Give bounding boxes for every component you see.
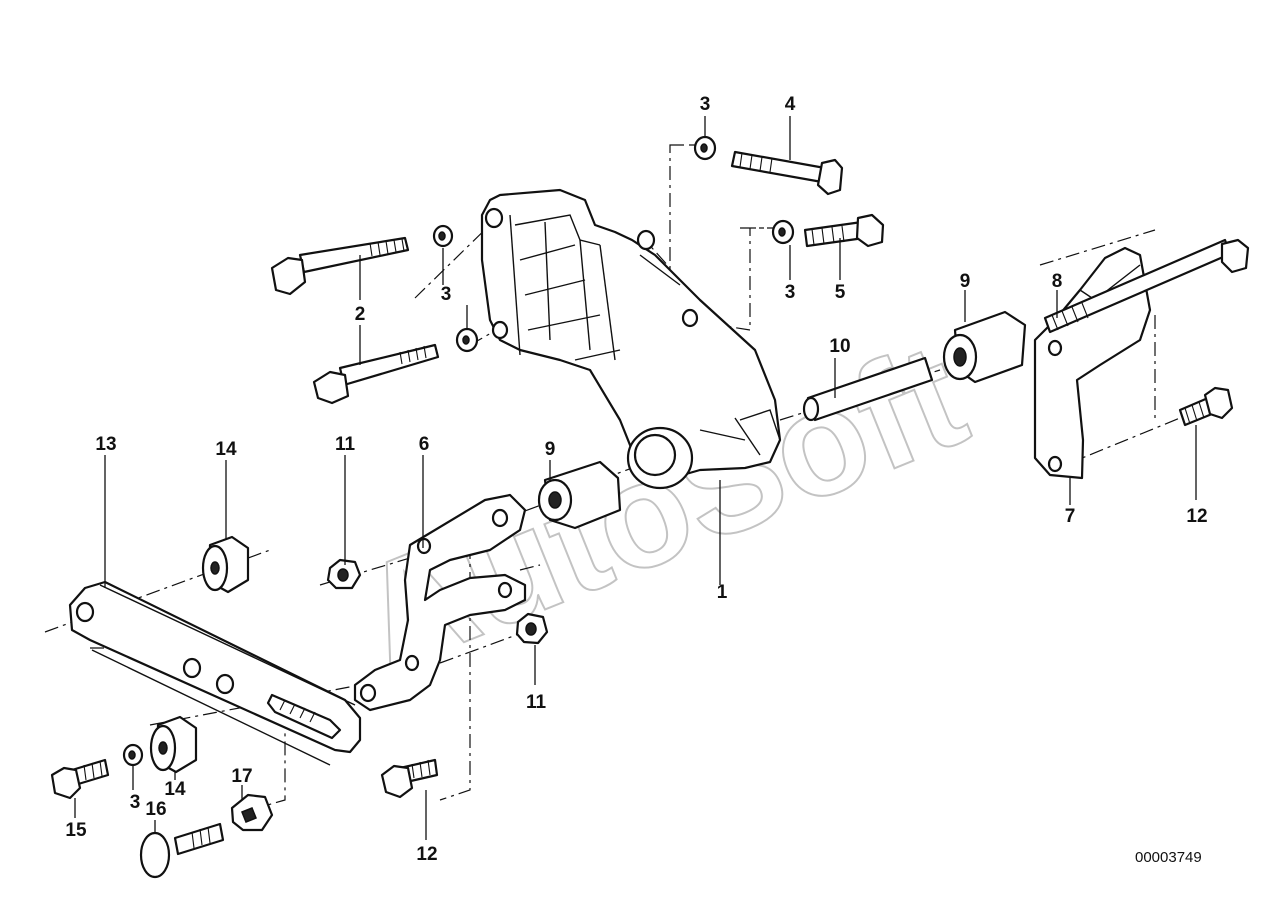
bolt-part-2-lower: [312, 343, 440, 405]
bolt-part-5: [803, 213, 885, 248]
slotted-bar-part-13: [68, 580, 362, 766]
callout-3-bottom: 3: [130, 792, 141, 813]
adjuster-nut-part-17: [230, 793, 274, 832]
callout-5: 5: [835, 282, 846, 303]
rubber-mount-part-14-lower: [149, 715, 198, 774]
sleeve-part-10: [802, 356, 934, 422]
callout-7: 7: [1065, 506, 1076, 527]
bushing-part-9-right: [942, 310, 1027, 384]
callout-14-lower: 14: [164, 779, 186, 800]
leader-lines: [74, 116, 1197, 840]
plate-part-6: [353, 493, 527, 712]
washer-part-3-bottom: [122, 743, 144, 767]
bolt-part-15: [50, 758, 110, 800]
callout-17: 17: [231, 766, 252, 787]
document-number: 00003749: [1135, 849, 1202, 866]
callout-3-top: 3: [700, 94, 711, 115]
bushing-part-9-left: [537, 460, 622, 530]
callout-15: 15: [65, 820, 87, 841]
main-bracket-part-1: [480, 188, 782, 490]
bolt-part-4: [730, 150, 844, 196]
washer-part-3-lower-left: [455, 327, 479, 353]
callout-11-lower: 11: [526, 692, 547, 713]
washer-part-3-mid: [771, 219, 795, 245]
callout-4: 4: [785, 94, 796, 115]
callout-12-lower: 12: [416, 844, 437, 865]
bolt-part-2-upper: [270, 236, 410, 296]
nut-part-11-upper: [326, 558, 362, 590]
callout-10: 10: [829, 336, 850, 357]
callout-6: 6: [419, 434, 430, 455]
bolt-part-12-lower: [380, 758, 439, 799]
callout-16: 16: [145, 799, 166, 820]
washer-part-3-top: [693, 135, 717, 161]
callout-11-upper: 11: [335, 434, 356, 455]
callout-2: 2: [355, 304, 366, 325]
callout-8: 8: [1052, 271, 1063, 292]
callout-9-left: 9: [545, 439, 556, 460]
rubber-mount-part-14-upper: [201, 535, 250, 594]
callout-14-upper: 14: [215, 439, 237, 460]
callout-9-right: 9: [960, 271, 971, 292]
washer-part-3-upper-left: [432, 224, 454, 248]
callout-3-left: 3: [441, 284, 452, 305]
callout-1: 1: [717, 582, 728, 603]
carriage-bolt-part-16: [139, 822, 225, 879]
callout-3-mid: 3: [785, 282, 796, 303]
callout-12-right: 12: [1186, 506, 1207, 527]
callout-labels: 1 2 3 3 3 3 4 5 6 7 8 9 9 10 11 11 12 12…: [65, 94, 1207, 865]
bolt-part-8: [1043, 238, 1250, 334]
bolt-part-12-right: [1178, 386, 1234, 427]
callout-13: 13: [95, 434, 116, 455]
nut-part-11-lower: [515, 612, 549, 645]
